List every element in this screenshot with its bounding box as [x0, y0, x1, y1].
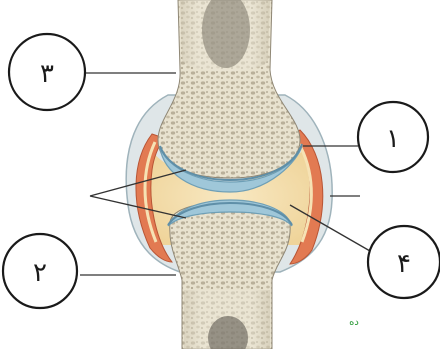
callout-2-label: ۲ [33, 258, 47, 288]
callout-3-label: ۳ [40, 59, 54, 89]
callout-4: ۴ [368, 226, 440, 298]
callout-3: ۳ [9, 34, 85, 110]
upper-bone [158, 0, 300, 178]
callout-4-label: ۴ [397, 249, 411, 279]
watermark-text: ده [349, 317, 359, 328]
lower-bone [170, 202, 290, 349]
callout-1: ۱ [358, 102, 428, 172]
callout-1-label: ۱ [386, 124, 400, 154]
callout-2: ۲ [3, 234, 77, 308]
